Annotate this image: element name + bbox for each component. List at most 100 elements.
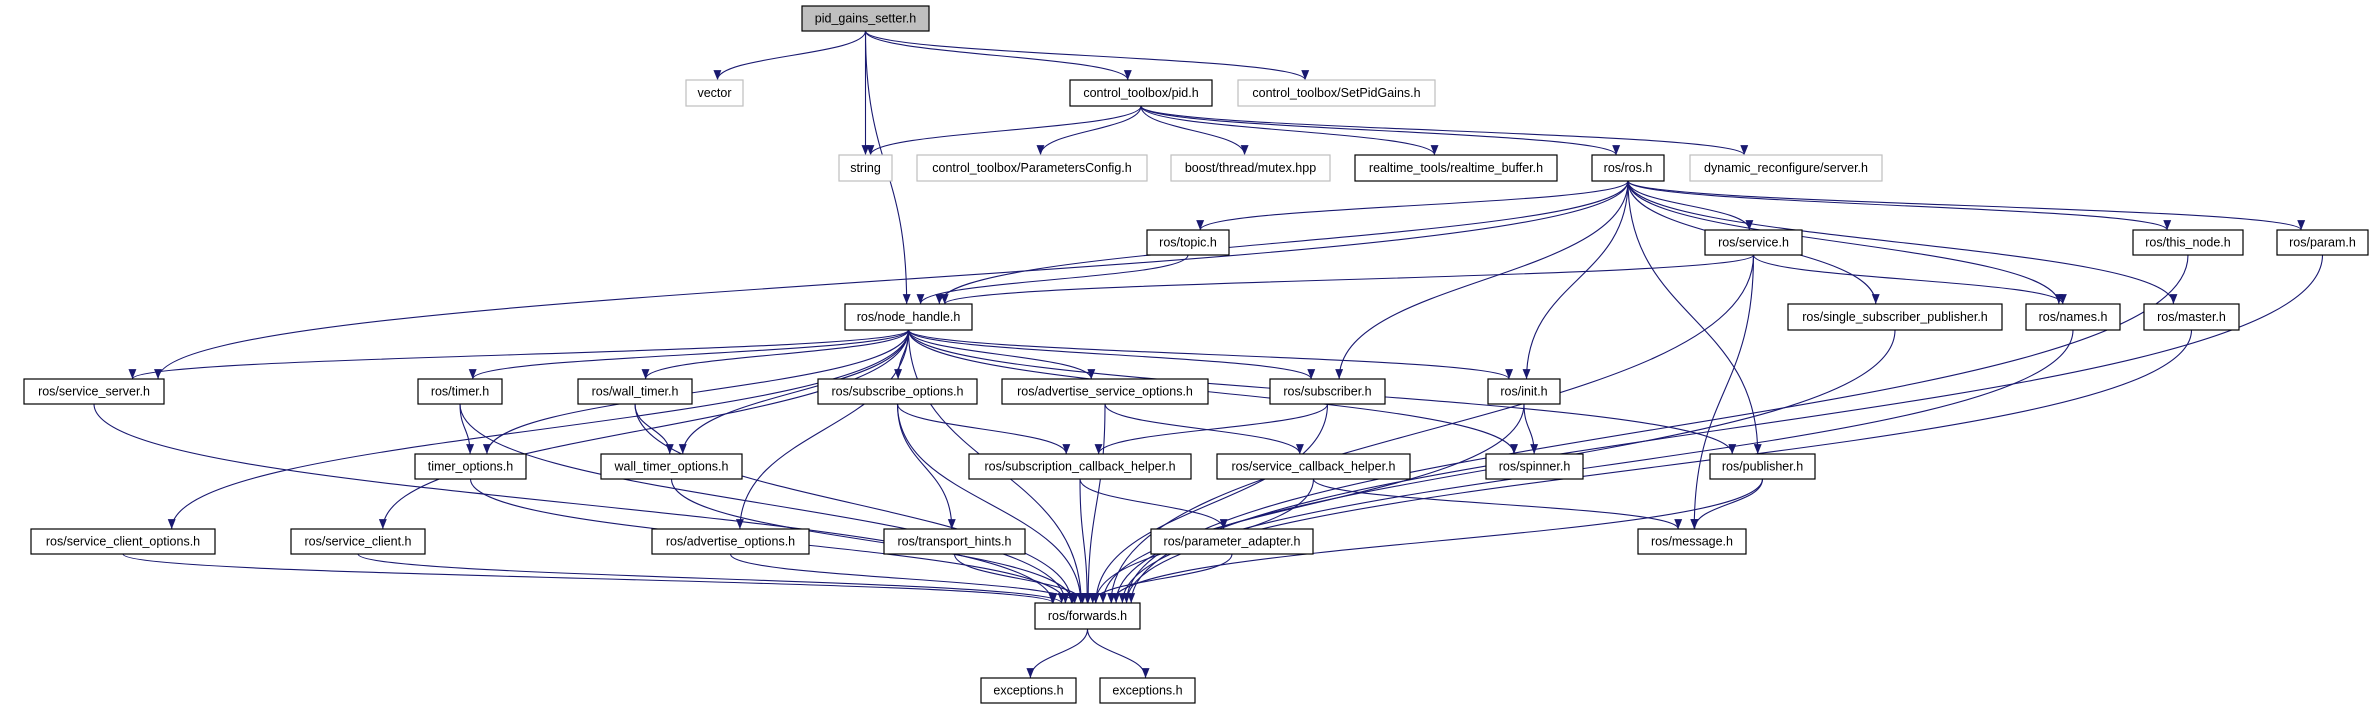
node-names[interactable]: ros/names.h: [2025, 303, 2121, 331]
node-box: [2143, 303, 2240, 331]
edge-sub_cb_helper-to-forwards: [1079, 478, 1092, 604]
node-label: dynamic_reconfigure/server.h: [1704, 161, 1868, 175]
node-box: [577, 378, 693, 405]
node-adv-srv-options[interactable]: ros/advertise_service_options.h: [1001, 378, 1209, 405]
node-box: [1709, 453, 1816, 480]
node-label: ros/wall_timer.h: [592, 385, 679, 399]
node-vector: vector: [685, 79, 744, 107]
node-this-node[interactable]: ros/this_node.h: [2132, 229, 2244, 256]
edge-subscribe_options-to-sub_cb_helper: [896, 403, 1071, 455]
node-box: [1001, 378, 1209, 405]
node-exceptions1[interactable]: exceptions.h: [980, 677, 1077, 704]
edge-ros-to-param: [1627, 180, 2305, 231]
node-box: [1487, 378, 1561, 405]
node-box: [2132, 229, 2244, 256]
edge-node_handle-to-srv_client_options: [167, 329, 910, 530]
node-param[interactable]: ros/param.h: [2276, 229, 2369, 256]
edge-node_handle-to-spinner: [907, 329, 1518, 455]
node-box: [1216, 453, 1411, 480]
node-message[interactable]: ros/message.h: [1637, 528, 1747, 555]
node-subscriber[interactable]: ros/subscriber.h: [1269, 378, 1386, 405]
edge-service_server-to-forwards: [93, 403, 1057, 604]
node-wall-timer[interactable]: ros/wall_timer.h: [577, 378, 693, 405]
node-label: ros/service_client.h: [305, 535, 412, 549]
edge-timer-to-forwards: [459, 403, 1070, 604]
node-ros[interactable]: ros/ros.h: [1591, 154, 1665, 182]
edge-publisher-to-forwards: [1107, 478, 1764, 604]
node-timer[interactable]: ros/timer.h: [417, 378, 503, 405]
node-subscribe-options[interactable]: ros/subscribe_options.h: [817, 378, 978, 405]
node-label: exceptions.h: [1112, 684, 1182, 698]
node-publisher[interactable]: ros/publisher.h: [1709, 453, 1816, 480]
edge-subscriber-to-sub_cb_helper: [1094, 403, 1329, 455]
node-box: [1237, 79, 1436, 107]
node-label: control_toolbox/SetPidGains.h: [1252, 86, 1420, 100]
node-service[interactable]: ros/service.h: [1704, 229, 1803, 256]
node-param-adapter[interactable]: ros/parameter_adapter.h: [1150, 528, 1314, 555]
edge-ros-to-publisher: [1627, 180, 1762, 455]
edge-node_handle-to-wall_timer_options: [678, 329, 910, 455]
edge-node_handle-to-wall_timer: [641, 329, 910, 380]
node-label: ros/parameter_adapter.h: [1164, 535, 1301, 549]
node-label: ros/advertise_service_options.h: [1017, 385, 1193, 399]
node-label: ros/this_node.h: [2145, 236, 2231, 250]
node-adv-options[interactable]: ros/advertise_options.h: [651, 528, 810, 555]
node-box: [417, 378, 503, 405]
edge-srv_client_options-to-forwards: [122, 553, 1057, 604]
node-srv-client[interactable]: ros/service_client.h: [290, 528, 426, 555]
edge-ros-to-service_server: [154, 180, 1629, 380]
node-topic[interactable]: ros/topic.h: [1146, 229, 1230, 256]
node-pid-gains-setter[interactable]: pid_gains_setter.h: [801, 5, 930, 32]
node-box: [1069, 79, 1213, 107]
edge-pid-to-dynserver: [1140, 105, 1748, 156]
node-label: ros/ros.h: [1604, 161, 1653, 175]
node-init[interactable]: ros/init.h: [1487, 378, 1561, 405]
node-box: [1099, 677, 1196, 704]
node-spinner[interactable]: ros/spinner.h: [1485, 453, 1584, 480]
node-label: ros/param.h: [2289, 236, 2356, 250]
node-service-server[interactable]: ros/service_server.h: [23, 378, 165, 405]
node-box: [1034, 602, 1141, 630]
node-label: realtime_tools/realtime_buffer.h: [1369, 161, 1543, 175]
node-wall-timer-options[interactable]: wall_timer_options.h: [600, 453, 743, 480]
node-srv-cb-helper[interactable]: ros/service_callback_helper.h: [1216, 453, 1411, 480]
edge-init-to-spinner: [1523, 403, 1539, 455]
edge-param_adapter-to-forwards: [1088, 553, 1233, 604]
node-mutex: boost/thread/mutex.hpp: [1170, 154, 1331, 182]
node-pid[interactable]: control_toolbox/pid.h: [1069, 79, 1213, 107]
node-label: ros/service.h: [1718, 236, 1789, 250]
node-box: [883, 528, 1026, 555]
node-box: [844, 303, 973, 331]
node-single-sub-pub[interactable]: ros/single_subscriber_publisher.h: [1787, 303, 2003, 331]
node-label: ros/topic.h: [1159, 236, 1217, 250]
node-forwards[interactable]: ros/forwards.h: [1034, 602, 1141, 630]
node-label: boost/thread/mutex.hpp: [1185, 161, 1316, 175]
node-box: [2276, 229, 2369, 256]
edge-publisher-to-message: [1690, 478, 1764, 530]
node-label: control_toolbox/pid.h: [1083, 86, 1198, 100]
node-srv-client-options[interactable]: ros/service_client_options.h: [30, 528, 216, 555]
edge-srv_cb_helper-to-message: [1312, 478, 1683, 530]
node-label: string: [850, 161, 881, 175]
node-transport-hints[interactable]: ros/transport_hints.h: [883, 528, 1026, 555]
node-box: [600, 453, 743, 480]
node-box: [414, 453, 527, 480]
node-box: [838, 154, 893, 182]
node-label: ros/names.h: [2039, 310, 2108, 324]
node-label: ros/subscribe_options.h: [831, 385, 963, 399]
node-label: vector: [697, 86, 731, 100]
edge-service-to-node_handle: [941, 254, 1755, 305]
node-box: [1704, 229, 1803, 256]
node-rtbuffer[interactable]: realtime_tools/realtime_buffer.h: [1354, 154, 1558, 182]
edges: [93, 30, 2324, 679]
node-timer-options[interactable]: timer_options.h: [414, 453, 527, 480]
node-node-handle[interactable]: ros/node_handle.h: [844, 303, 973, 331]
edge-pid-to-mutex: [1140, 105, 1249, 156]
node-label: ros/service_client_options.h: [46, 535, 200, 549]
node-sub-cb-helper[interactable]: ros/subscription_callback_helper.h: [968, 453, 1192, 480]
node-exceptions2[interactable]: exceptions.h: [1099, 677, 1196, 704]
node-master[interactable]: ros/master.h: [2143, 303, 2240, 331]
edge-node_handle-to-timer_options: [482, 329, 910, 455]
